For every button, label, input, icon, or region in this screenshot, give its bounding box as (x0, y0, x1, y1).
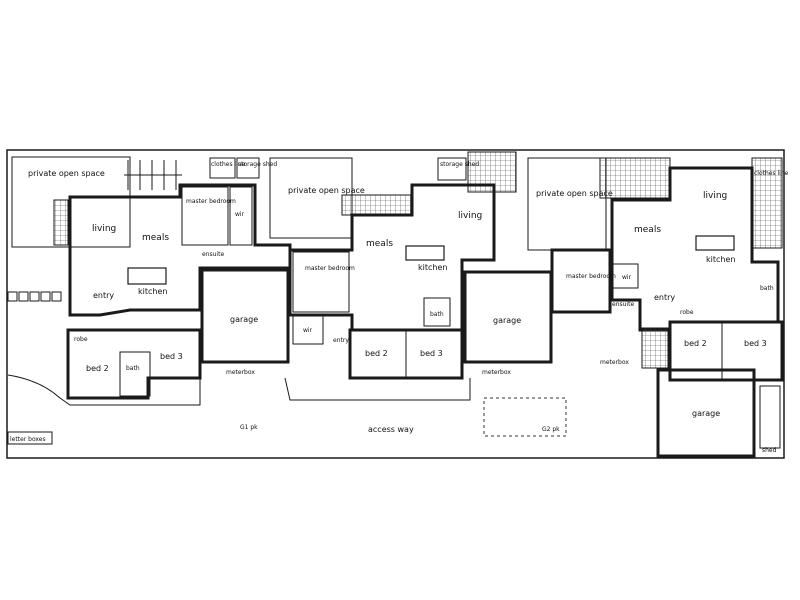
lot-2-storage-shed-label: storage shed (440, 161, 479, 168)
lot-1-garage-label: garage (230, 315, 258, 324)
lot-2-meterbox-label: meterbox (482, 369, 511, 376)
lot-3-meterbox-label: meterbox (600, 359, 629, 366)
lot-3-ensuite-label: ensuite (612, 301, 634, 308)
lot-3-clothes-line-label: clothes line (754, 170, 789, 177)
lot-1-bed3-label: bed 3 (160, 352, 183, 361)
lot-1-storage-shed-label: storage shed (238, 161, 277, 168)
lot-2-storage-shed (437, 157, 467, 181)
lot-2-hatch-step (341, 194, 413, 216)
lot-3-bed2-label: bed 2 (684, 339, 707, 348)
lot-3-kitchen-label: kitchen (706, 255, 735, 264)
lot-3-garage (656, 368, 756, 458)
lot-3-meals-label: meals (634, 225, 661, 235)
parking-1-label: G1 pk (240, 424, 258, 431)
letter-boxes-label: letter boxes (10, 436, 46, 443)
lot-3-shed (759, 385, 781, 449)
lot-3-bedroom-wing (668, 320, 784, 382)
lot-3-kitchen-island (695, 235, 735, 251)
lot-3-pos-label: private open space (536, 189, 613, 198)
lot-1-bedroom-wing (66, 328, 202, 400)
lot-1-master-bedroom (181, 186, 229, 246)
lot-2-living-label: living (458, 211, 482, 221)
lot-2-wir-label: wir (303, 327, 313, 334)
lot-1-wir (229, 186, 253, 246)
lot-1-paving (7, 291, 62, 302)
lot-3-robe-label: robe (680, 309, 694, 316)
lot-1-kitchen-island (127, 267, 167, 285)
lot-1-meterbox-label: meterbox (226, 369, 255, 376)
lot-2-garage (463, 270, 553, 364)
lot-1: private open space clothes line storage … (7, 156, 292, 400)
lot-2-garage-label: garage (493, 316, 521, 325)
lot-3-hatch-top (599, 157, 671, 199)
lot-1-hatch-left (53, 199, 69, 246)
lot-2-private-open-space (269, 157, 353, 239)
lot-3-hatch-bottom (641, 327, 669, 369)
lot-1-bath (119, 351, 151, 397)
lot-2-kitchen-island (405, 245, 445, 261)
lot-1-garage (200, 268, 290, 364)
lot-1-clothes-line (124, 160, 182, 190)
lot-3-shed-label: shed (762, 447, 777, 454)
access-way-label: access way (368, 425, 414, 434)
lot-3-garage-label: garage (692, 409, 720, 418)
lot-3-entry-label: entry (654, 293, 675, 302)
lot-2-entry-label: entry (333, 337, 349, 344)
driveway-edge-2 (284, 377, 471, 401)
lot-1-clothes-line-box (209, 157, 236, 179)
lot-1-kitchen-label: kitchen (138, 287, 167, 296)
lot-1-bed2-label: bed 2 (86, 364, 109, 373)
lot-2-bath (423, 297, 451, 327)
site-boundary (6, 149, 785, 459)
lot-1-bath-label: bath (126, 365, 140, 372)
lot-3-master-bedroom (550, 248, 612, 314)
lot-2-master-bedroom (292, 251, 350, 313)
lot-2-bed2-label: bed 2 (365, 349, 388, 358)
lot-2-bed3-label: bed 3 (420, 349, 443, 358)
lot-2-pos-label: private open space (288, 186, 365, 195)
lot-3-wir (611, 263, 639, 289)
lot-3-living-label: living (703, 191, 727, 201)
lot-1-meals-label: meals (142, 233, 169, 243)
lot-1-storage-shed (236, 157, 260, 179)
lot-2-wir (292, 313, 324, 345)
lot-1-entry-label: entry (93, 291, 114, 300)
lot-1-wir-label: wir (235, 211, 245, 218)
letter-boxes (7, 431, 53, 445)
lot-3-wir-label: wir (622, 274, 632, 281)
lot-3-hatch-right (751, 157, 783, 249)
lot-3-master-bedroom-label: master bedroom (566, 273, 616, 280)
lot-2: private open space storage shed living m… (269, 151, 553, 380)
lot-2-master-bedroom-label: master bedroom (305, 265, 355, 272)
lot-1-clothes-line-label: clothes line (211, 161, 246, 168)
lot-1-ensuite-label: ensuite (202, 251, 224, 258)
lot-2-bedroom-wing (348, 328, 464, 380)
lot-1-master-bedroom-label: master bedroom (186, 198, 236, 205)
lot-1-robe-label: robe (74, 336, 88, 343)
lot-2-kitchen-label: kitchen (418, 263, 447, 272)
lot-1-living-label: living (92, 224, 116, 234)
lot-2-bath-label: bath (430, 311, 444, 318)
lot-3: private open space clothes line living m… (527, 157, 789, 458)
parking-2-label: G2 pk (542, 426, 560, 433)
lot-3-private-open-space (527, 157, 607, 251)
lot-3-bed3-label: bed 3 (744, 339, 767, 348)
lot-2-meals-label: meals (366, 239, 393, 249)
driveway-edge (7, 374, 201, 406)
lot-3-bath-label: bath (760, 285, 774, 292)
lot-1-pos-label: private open space (28, 169, 105, 178)
